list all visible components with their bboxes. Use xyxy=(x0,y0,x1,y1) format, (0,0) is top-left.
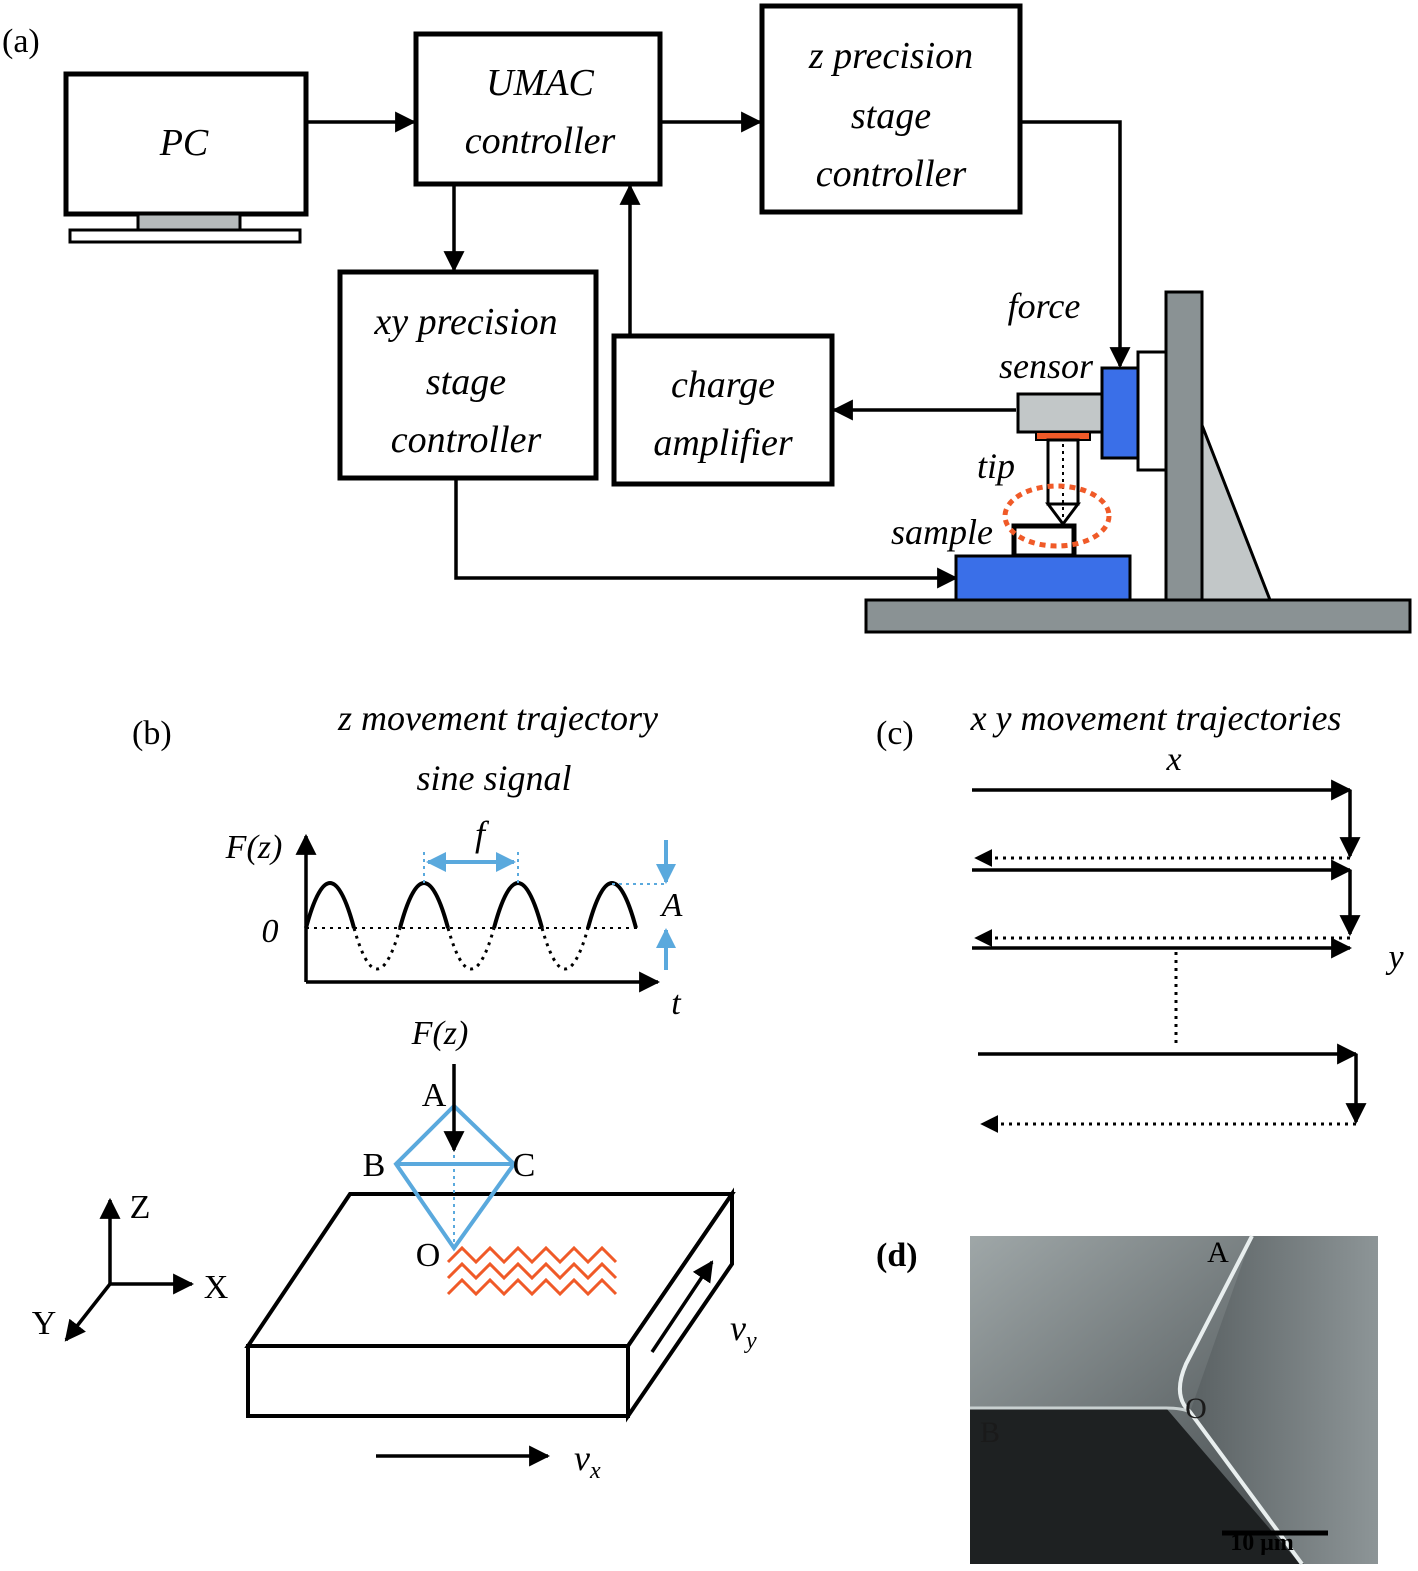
panel-b-tag: (b) xyxy=(132,715,172,752)
xy-stage-controller-box: xy precision stage controller xyxy=(337,269,599,481)
charge-amp-line2: amplifier xyxy=(653,422,793,464)
panel-d-tag: (d) xyxy=(876,1237,918,1274)
sensor-label: sensor xyxy=(999,346,1094,386)
vy-label: vy xyxy=(730,1308,757,1354)
xy-stage-line2: stage xyxy=(426,361,506,403)
umac-label-line2: controller xyxy=(465,120,616,162)
scratch-pattern xyxy=(446,1245,618,1297)
point-c: C xyxy=(513,1147,536,1184)
xy-stage-line1: xy precision xyxy=(373,301,557,343)
force-fz-label: F(z) xyxy=(411,1015,469,1052)
x-axis-label: X xyxy=(204,1269,229,1306)
machine-frame xyxy=(864,290,1412,634)
charge-amplifier-box: charge amplifier xyxy=(611,333,835,487)
z-stage-line3: controller xyxy=(816,153,967,195)
xyz-axes xyxy=(64,1197,195,1342)
point-b: B xyxy=(363,1147,386,1184)
sem-label-a: A xyxy=(1207,1236,1229,1269)
tip-label: tip xyxy=(977,446,1015,486)
umac-controller-box: UMAC controller xyxy=(413,31,663,187)
freq-label: f xyxy=(475,814,490,854)
panel-a-arrows xyxy=(306,111,1131,589)
panel-c-title: x y movement trajectories xyxy=(970,698,1342,738)
fz-axis-label: F(z) xyxy=(225,829,283,866)
c-y-label: y xyxy=(1385,939,1404,976)
vx-label: vx xyxy=(574,1438,601,1484)
raster-trajectory xyxy=(972,779,1367,1133)
force-label: force xyxy=(1008,286,1081,326)
sem-scale-label: 10 μm xyxy=(1230,1530,1294,1556)
z-stage-line2: stage xyxy=(851,95,931,137)
xy-stage-line3: controller xyxy=(391,419,542,461)
pc-monitor: PC xyxy=(63,71,309,244)
t-axis-label: t xyxy=(671,985,682,1022)
point-a: A xyxy=(422,1077,447,1114)
pc-label: PC xyxy=(159,122,209,164)
panel-b-title-1: z movement trajectory xyxy=(337,698,658,738)
sample-block xyxy=(244,1187,736,1423)
z-axis-label: Z xyxy=(130,1189,151,1226)
charge-amp-line1: charge xyxy=(671,364,775,406)
point-o: O xyxy=(416,1237,441,1274)
zero-label: 0 xyxy=(262,913,279,950)
panel-b-title-2: sine signal xyxy=(416,758,571,798)
force-sensor-block xyxy=(1100,366,1140,460)
c-x-label: x xyxy=(1165,741,1181,778)
sem-label-o: O xyxy=(1185,1392,1207,1425)
panel-c: (c) x y movement trajectories x y xyxy=(876,698,1404,1133)
z-stage-line1: z precision xyxy=(808,35,973,77)
sample-stage-block xyxy=(954,554,1132,602)
panel-b: (b) z movement trajectory sine signal F(… xyxy=(32,698,757,1484)
amp-label: A xyxy=(660,887,683,924)
z-stage-controller-box: z precision stage controller xyxy=(759,3,1023,215)
umac-label-line1: UMAC xyxy=(486,62,594,104)
sample-label: sample xyxy=(891,512,993,552)
sem-label-b: B xyxy=(980,1416,1000,1449)
sine-positive xyxy=(304,881,638,929)
y-axis-label: Y xyxy=(32,1305,57,1342)
panel-d: (d) A B O 10 μm xyxy=(876,1235,1378,1566)
sem-image xyxy=(970,1235,1378,1566)
panel-a-tag: (a) xyxy=(2,23,40,60)
panel-c-tag: (c) xyxy=(876,715,914,752)
panel-a: (a) PC UMAC controller z precision stage… xyxy=(2,3,1412,634)
sine-negative xyxy=(352,927,590,971)
